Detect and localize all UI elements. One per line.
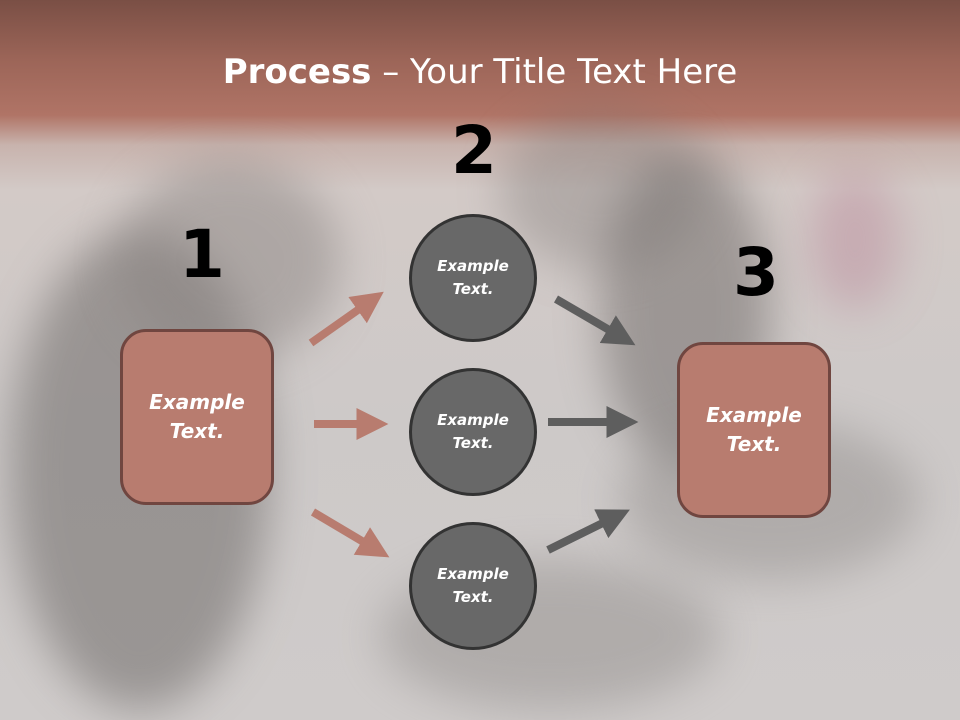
step-number-1: 1 — [179, 216, 225, 293]
title-bold: Process — [222, 52, 372, 92]
step-1-label-line1: Example — [149, 390, 245, 414]
arrow-1-to-bottom — [310, 508, 390, 558]
middle-node-center-line2: Text. — [452, 434, 494, 452]
step-1-label-line2: Text. — [169, 419, 225, 443]
step-3-label-line2: Text. — [726, 432, 782, 456]
middle-node-center-line1: Example — [437, 411, 509, 429]
step-number-2: 2 — [451, 112, 497, 189]
arrow-bottom-to-3 — [546, 509, 630, 554]
arrow-1-to-top — [308, 291, 384, 347]
middle-node-top-line2: Text. — [452, 280, 494, 298]
title-rest: – Your Title Text Here — [371, 52, 738, 92]
step-3-label-line1: Example — [706, 403, 802, 427]
middle-node-bottom-line2: Text. — [452, 588, 494, 606]
arrow-top-to-3 — [553, 295, 636, 346]
step-number-3: 3 — [733, 234, 779, 311]
slide-title: Process – Your Title Text Here — [0, 52, 960, 92]
middle-node-top-line1: Example — [437, 257, 509, 275]
middle-node-bottom-line1: Example — [437, 565, 509, 583]
